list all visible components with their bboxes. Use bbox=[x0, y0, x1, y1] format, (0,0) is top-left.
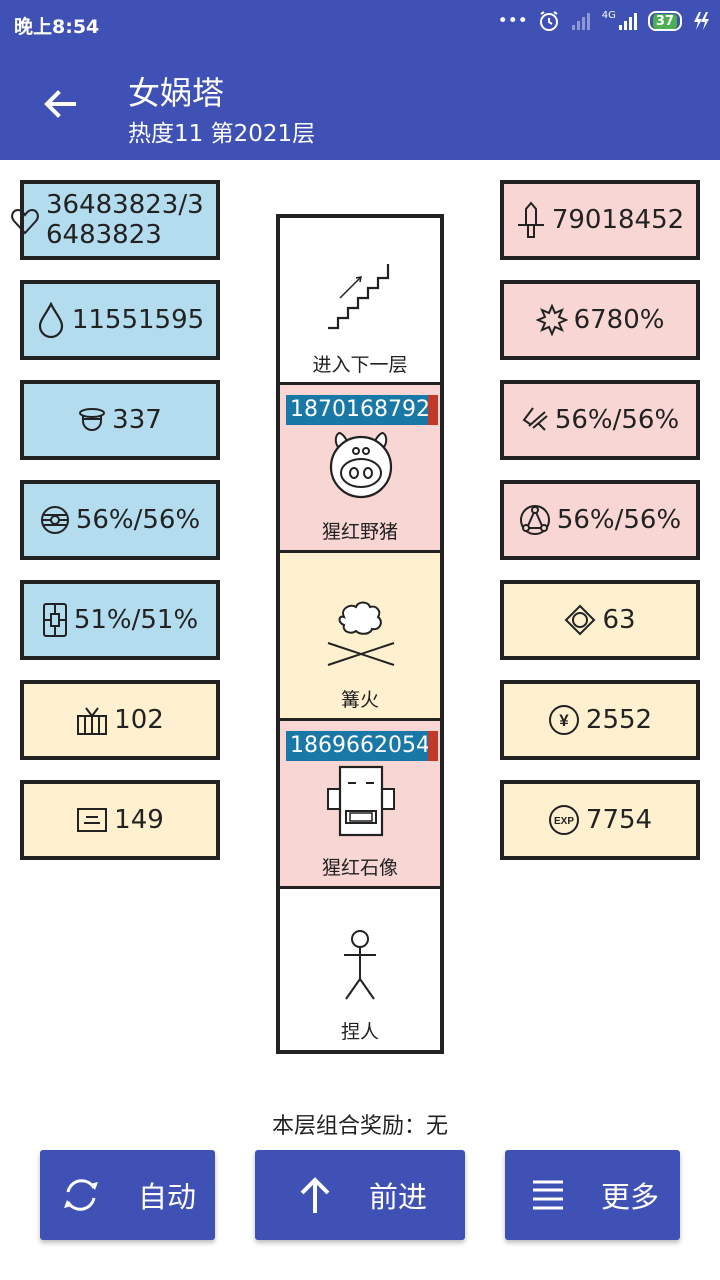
boar-icon bbox=[329, 431, 393, 499]
shield-icon bbox=[42, 603, 67, 637]
stat-claw-value: 56%/56% bbox=[554, 405, 680, 435]
stat-attack-value: 79018452 bbox=[551, 205, 685, 235]
tower-cell-label: 捏人 bbox=[340, 1021, 379, 1043]
yen-coin-icon: ¥ bbox=[548, 705, 579, 735]
stat-hp: 36483823/36483823 bbox=[11, 180, 220, 260]
more-dots-icon: ••• bbox=[497, 11, 528, 31]
stat-exp: EXP 7754 bbox=[500, 780, 700, 860]
stat-gold-value: 2552 bbox=[585, 705, 653, 735]
more-button[interactable]: 更多 bbox=[505, 1150, 680, 1240]
stat-basket-value: 102 bbox=[114, 705, 164, 735]
water-drop-icon bbox=[38, 302, 63, 338]
stat-exp-value: 7754 bbox=[585, 805, 653, 835]
signal-weak-icon bbox=[571, 13, 590, 30]
exp-icon: EXP bbox=[548, 805, 579, 835]
basket-icon bbox=[77, 707, 108, 735]
enemy-hp-value: 1869662054 bbox=[290, 733, 430, 758]
more-button-label: 更多 bbox=[601, 1180, 660, 1214]
orb-icon bbox=[40, 506, 69, 534]
back-button[interactable] bbox=[40, 84, 80, 124]
campfire-icon bbox=[327, 601, 395, 666]
svg-text:¥: ¥ bbox=[559, 711, 569, 730]
heart-icon bbox=[11, 208, 39, 235]
stat-diamond-value: 63 bbox=[602, 605, 636, 635]
stat-block: 51%/51% bbox=[20, 580, 220, 660]
tower-cell-label: 篝火 bbox=[340, 689, 379, 711]
stat-defense: 337 bbox=[20, 380, 220, 460]
combo-bonus-text: 本层组合奖励：无 bbox=[271, 1114, 448, 1139]
tower-cell-player[interactable]: 捏人 bbox=[280, 889, 440, 1050]
stat-orb: 56%/56% bbox=[20, 480, 220, 560]
tower-cell-enemy[interactable]: 1869662054 猩红石像 bbox=[280, 721, 440, 889]
stairs-icon bbox=[328, 264, 390, 330]
golem-icon bbox=[327, 765, 395, 837]
stick-figure-icon bbox=[344, 930, 376, 1000]
stat-basket: 102 bbox=[20, 680, 220, 760]
enemy-hp-bar: 1869662054 bbox=[286, 731, 438, 761]
scroll-icon bbox=[77, 808, 108, 832]
tower-cell-label: 进入下一层 bbox=[312, 354, 408, 376]
tower-cell-campfire[interactable]: 篝火 bbox=[280, 553, 440, 721]
stat-attack: 79018452 bbox=[500, 180, 700, 260]
burst-icon bbox=[535, 304, 568, 336]
stat-scroll-value: 149 bbox=[114, 805, 164, 835]
claw-icon bbox=[522, 407, 548, 431]
stat-crit-damage-value: 6780% bbox=[573, 305, 665, 335]
rune-circle-icon bbox=[519, 505, 550, 535]
tower-cell-label: 猩红野猪 bbox=[321, 521, 398, 543]
stat-rune-value: 56%/56% bbox=[556, 505, 682, 535]
enemy-hp-bar: 1870168792 bbox=[286, 395, 438, 425]
stat-mp: 11551595 bbox=[20, 280, 220, 360]
page-title: 女娲塔 bbox=[128, 74, 225, 112]
arrow-up-icon bbox=[300, 1177, 330, 1213]
stat-scroll: 149 bbox=[20, 780, 220, 860]
stat-rune: 56%/56% bbox=[500, 480, 700, 560]
battery-icon: 37 bbox=[647, 11, 682, 31]
tower-cell-enemy[interactable]: 1870168792 猩红野猪 bbox=[280, 385, 440, 553]
menu-icon bbox=[533, 1180, 563, 1210]
auto-button-label: 自动 bbox=[138, 1180, 197, 1214]
alarm-icon bbox=[539, 11, 558, 31]
stat-block-value: 51%/51% bbox=[73, 605, 199, 635]
sword-icon bbox=[517, 201, 544, 238]
stat-hp-value: 36483823/36483823 bbox=[46, 190, 204, 250]
hp-damage-segment bbox=[428, 395, 438, 425]
auto-button[interactable]: 自动 bbox=[40, 1150, 215, 1240]
stat-mp-value: 11551595 bbox=[71, 305, 205, 335]
svg-text:EXP: EXP bbox=[554, 816, 574, 827]
status-icons: ••• 4G 37 bbox=[498, 10, 710, 32]
stat-diamond: 63 bbox=[500, 580, 700, 660]
status-bar: 晚上8:54 ••• 4G 37 bbox=[0, 0, 720, 48]
hp-damage-segment bbox=[428, 731, 438, 761]
stat-claw: 56%/56% bbox=[500, 380, 700, 460]
stat-crit-damage: 6780% bbox=[500, 280, 700, 360]
stat-gold: ¥ 2552 bbox=[500, 680, 700, 760]
signal-4g-icon: 4G bbox=[602, 11, 638, 31]
charging-icon bbox=[694, 12, 709, 30]
app-bar: 女娲塔 热度11 第2021层 bbox=[0, 48, 720, 160]
status-time: 晚上8:54 bbox=[14, 16, 100, 38]
helmet-icon bbox=[79, 408, 106, 431]
stat-orb-value: 56%/56% bbox=[75, 505, 201, 535]
page-subtitle: 热度11 第2021层 bbox=[128, 121, 316, 147]
diamond-icon bbox=[565, 604, 596, 636]
enemy-hp-value: 1870168792 bbox=[290, 397, 430, 422]
tower-column: 进入下一层 1870168792 猩红野猪 篝火 1869662054 猩红石像… bbox=[276, 214, 444, 1054]
tower-cell-label: 猩红石像 bbox=[321, 857, 398, 879]
forward-button-label: 前进 bbox=[369, 1180, 428, 1214]
arrow-left-icon bbox=[44, 90, 76, 118]
forward-button[interactable]: 前进 bbox=[255, 1150, 465, 1240]
sync-icon bbox=[64, 1179, 98, 1211]
stat-defense-value: 337 bbox=[112, 405, 162, 435]
tower-cell-stairs[interactable]: 进入下一层 bbox=[280, 218, 440, 385]
